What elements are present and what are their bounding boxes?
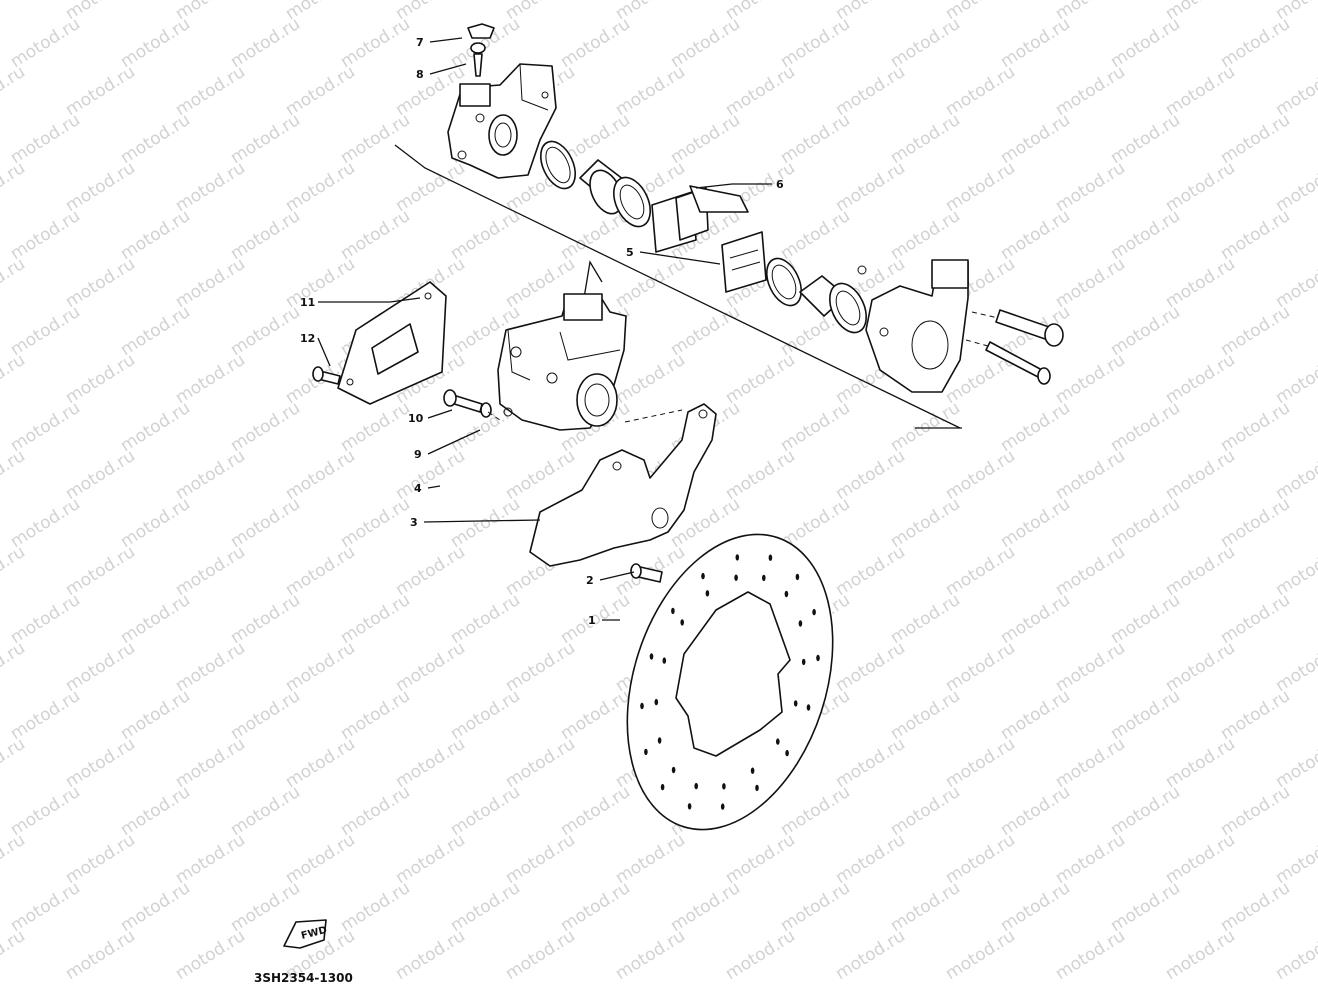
disc-hole	[795, 573, 800, 581]
diagram-code: 3SH2354-1300	[254, 971, 353, 985]
disc-hole	[801, 658, 806, 666]
watermark-text: motod.ru	[0, 446, 29, 504]
caliper-bracket	[529, 403, 717, 567]
brake-disc	[626, 533, 834, 831]
disc-hole	[798, 620, 803, 627]
disc-hole	[720, 803, 725, 810]
watermark-text: motod.ru	[1272, 926, 1318, 984]
disc-hole	[680, 619, 684, 626]
disc-hole	[722, 783, 726, 790]
callout-labels: 7 8 6 5 11 12 10 9 4 3 2 1	[300, 36, 784, 627]
callout-1: 1	[588, 614, 596, 627]
disc-hole	[662, 657, 667, 664]
disc-hole	[784, 590, 789, 598]
watermark-text: motod.ru	[0, 158, 29, 216]
callout-8: 8	[416, 68, 424, 81]
forward-direction-badge: FWD	[283, 919, 328, 949]
watermark-text: motod.ru	[1052, 926, 1129, 984]
watermark-text: motod.ru	[0, 734, 29, 792]
callout-4: 4	[414, 482, 422, 495]
disc-hole	[687, 803, 692, 810]
disc-hole	[768, 554, 773, 561]
callout-5: 5	[626, 246, 634, 259]
bolts-left	[312, 366, 501, 421]
watermark-text: motod.ru	[1162, 926, 1239, 984]
watermark-text: motod.ru	[62, 926, 139, 984]
callout-7: 7	[416, 36, 424, 49]
watermark-text: motod.ru	[612, 926, 689, 984]
disc-hole	[671, 766, 676, 774]
disc-hole	[762, 574, 766, 582]
watermark-text: motod.ru	[0, 638, 29, 696]
watermark-text: motod.ru	[942, 926, 1019, 984]
piston-seal-set-right	[765, 257, 867, 334]
caliper-body-upper	[447, 63, 557, 179]
pad-cover	[337, 281, 447, 405]
disc-hole	[644, 748, 648, 756]
disc-hole	[735, 554, 740, 561]
disc-hole	[750, 767, 755, 774]
caliper-body-right	[865, 259, 969, 393]
disc-hole	[657, 737, 662, 744]
disc-hole	[694, 782, 698, 790]
disc-hole	[776, 738, 780, 745]
watermark-text: motod.ru	[0, 926, 29, 984]
disc-hole	[793, 700, 798, 707]
watermark-text: motod.ru	[502, 926, 579, 984]
watermark-text: motod.ru	[0, 254, 29, 312]
disc-hole	[701, 572, 705, 580]
callout-10: 10	[408, 412, 424, 425]
watermark-text: motod.ru	[0, 350, 29, 408]
brake-pads	[651, 185, 767, 293]
caliper-pins	[965, 309, 1064, 385]
rotor-bolt	[630, 563, 663, 583]
bleed-screw-assembly	[467, 23, 495, 77]
disc-hole	[755, 784, 759, 792]
disc-hole	[660, 783, 665, 791]
callout-9: 9	[414, 448, 422, 461]
watermark-text: motod.ru	[0, 830, 29, 888]
disc-hole	[816, 654, 820, 662]
disc-hole	[654, 698, 659, 706]
disc-hole	[649, 653, 654, 660]
watermark-text: motod.ru	[832, 926, 909, 984]
piston-seal-set	[539, 140, 651, 228]
watermark-text: motod.ru	[392, 926, 469, 984]
callout-2: 2	[586, 574, 594, 587]
callout-leaders	[317, 37, 772, 621]
callout-11: 11	[300, 296, 315, 309]
watermark-text: motod.ru	[0, 62, 29, 120]
disc-hole	[785, 749, 789, 757]
callout-12: 12	[300, 332, 315, 345]
disc-hole	[640, 702, 644, 710]
disc-hole	[812, 608, 816, 616]
watermark-text: motod.ru	[722, 926, 799, 984]
watermark-text: motod.ru	[0, 542, 29, 600]
disc-hole	[671, 607, 675, 615]
disc-hole	[806, 704, 811, 711]
disc-holes	[640, 554, 820, 810]
callout-3: 3	[410, 516, 418, 529]
callout-6: 6	[776, 178, 784, 191]
caliper-assembly	[497, 293, 627, 431]
disc-hole	[734, 574, 738, 581]
disc-hole	[705, 590, 710, 597]
watermark-text: motod.ru	[0, 0, 29, 24]
watermark-text: motod.ru	[172, 926, 249, 984]
